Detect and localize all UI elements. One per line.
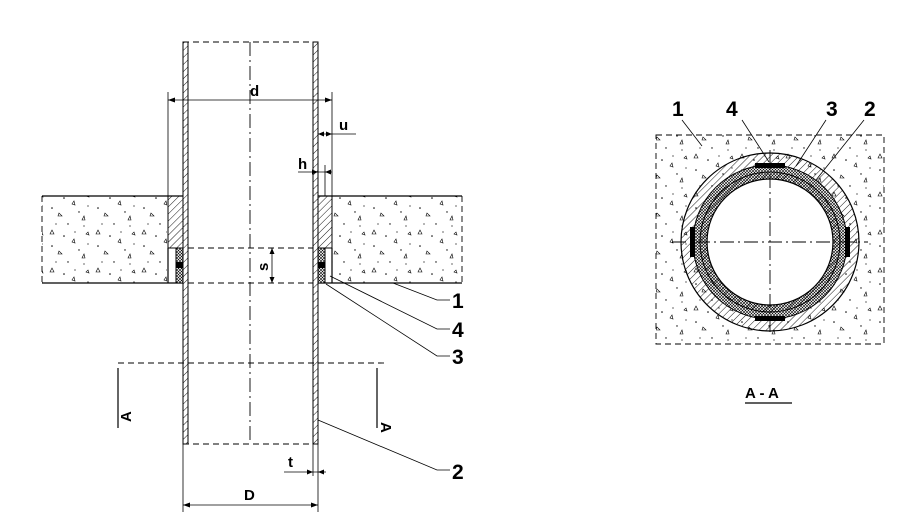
callout-4-elevation: 4: [452, 319, 464, 342]
callout-3-elevation: 3: [452, 346, 464, 369]
callout-1-elevation: 1: [452, 290, 464, 313]
dim-label-D: D: [244, 487, 255, 504]
callout-4-section: 4: [726, 98, 738, 121]
callout-1-section: 1: [672, 98, 684, 121]
dimension-s: s: [255, 248, 275, 283]
section-mark-left: A: [118, 411, 135, 422]
dim-label-u: u: [339, 117, 348, 134]
section-title: A - A: [745, 385, 779, 402]
callout-2-elevation: 2: [452, 461, 464, 484]
dimension-d: d: [167, 83, 333, 196]
sleeve-walls: [167, 195, 333, 249]
dimension-h: h: [298, 156, 332, 196]
section-view: 1 4 3 2 A - A: [655, 98, 885, 404]
dimension-u: u: [318, 117, 356, 137]
dim-label-s: s: [255, 263, 272, 271]
dimension-D: D: [182, 444, 319, 512]
pipe: [182, 41, 319, 445]
callout-2-section: 2: [864, 98, 876, 121]
concrete-slab: [41, 195, 463, 284]
dim-label-h: h: [298, 156, 307, 173]
section-cut-line: A A: [117, 362, 394, 433]
callouts-section: 1 4 3 2: [672, 98, 876, 181]
callout-3-section: 3: [826, 98, 838, 121]
dimension-t: t: [284, 444, 326, 476]
elevation-view: A A d u h: [41, 41, 464, 512]
dim-label-d: d: [250, 83, 259, 100]
callouts-elevation: 1 4 3 2: [317, 275, 464, 484]
section-mark-right: A: [377, 422, 394, 433]
dim-label-t: t: [288, 454, 293, 471]
